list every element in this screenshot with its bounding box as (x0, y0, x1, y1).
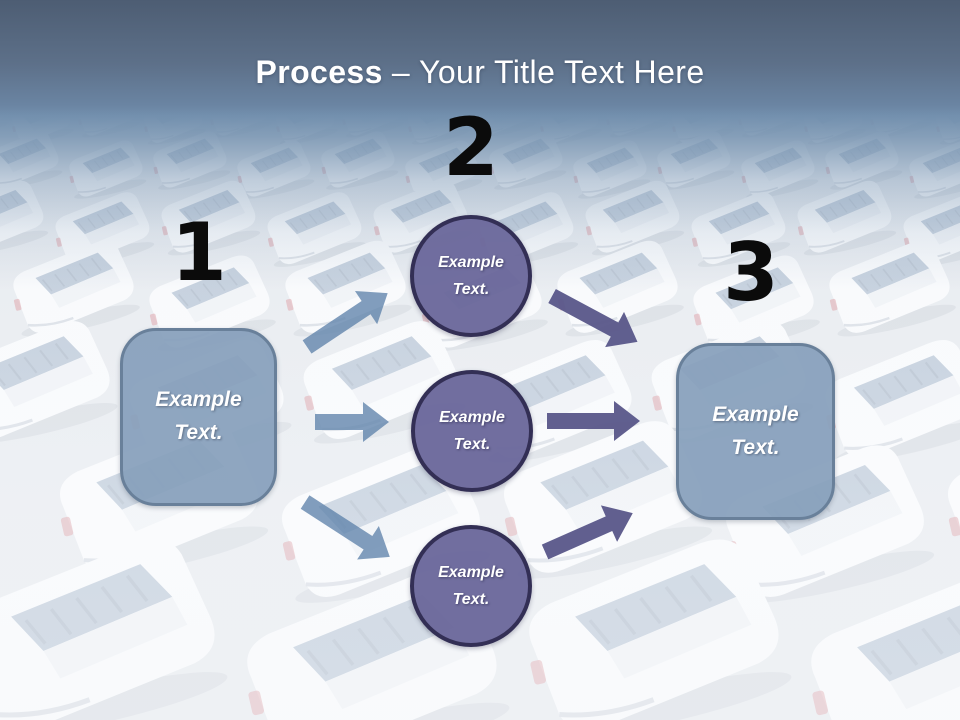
title-keyword: Process (255, 54, 383, 90)
process-box-step1-label: Example Text. (155, 388, 242, 444)
step-number-1: 1 (171, 206, 227, 299)
process-circle-bottom-label: Example Text. (438, 563, 504, 608)
arrow-top-circle-to-box3-icon (543, 278, 647, 359)
process-circle-top-label: Example Text. (438, 253, 504, 298)
arrow-box1-to-top-circle-icon (296, 277, 399, 364)
arrow-middle-circle-to-box3-icon (547, 401, 640, 441)
arrow-bottom-circle-to-box3-icon (537, 495, 641, 570)
arrow-box1-to-middle-circle-icon (315, 402, 389, 442)
process-box-step3-label: Example Text. (712, 402, 799, 459)
step-number-2: 2 (443, 101, 499, 194)
process-circle-top: Example Text. (410, 215, 532, 337)
step-number-3: 3 (723, 226, 779, 319)
process-box-step1: Example Text. (120, 328, 277, 506)
process-circle-bottom: Example Text. (410, 525, 532, 647)
arrow-box1-to-bottom-circle-icon (294, 485, 401, 573)
process-circle-middle: Example Text. (411, 370, 533, 492)
title-separator: – (391, 54, 411, 90)
slide-title: Process–Your Title Text Here (0, 54, 960, 91)
process-circle-middle-label: Example Text. (439, 408, 505, 453)
title-subtitle: Your Title Text Here (419, 54, 705, 90)
process-box-step3: Example Text. (676, 343, 835, 520)
